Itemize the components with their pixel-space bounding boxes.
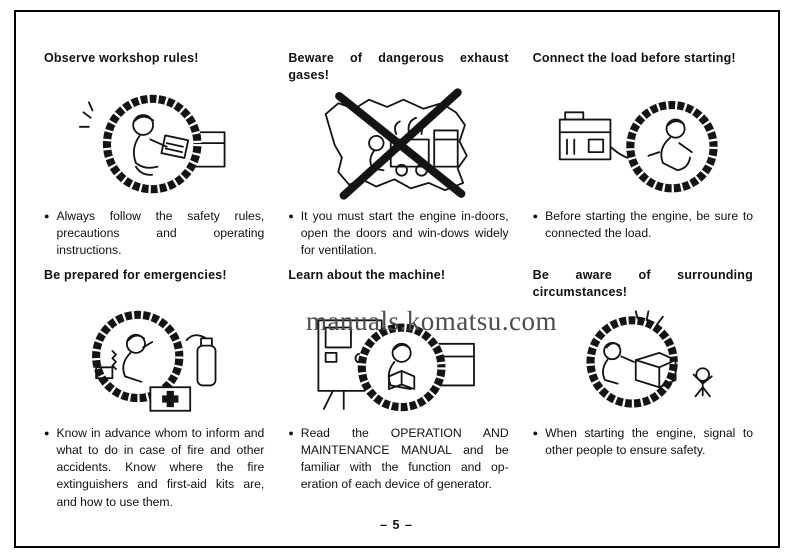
workshop-rules-illustration bbox=[44, 86, 264, 202]
page-number: – 5 – bbox=[380, 518, 413, 532]
watermark: manuals.komatsu.com bbox=[306, 306, 557, 336]
emergencies-drawing bbox=[92, 311, 217, 412]
learn-machine-drawing bbox=[317, 319, 476, 412]
panel-observe-workshop-rules: Observe workshop rules! ● Always follow … bbox=[44, 50, 264, 259]
panel-learn-machine: Learn about the machine! bbox=[288, 267, 508, 510]
bullet-text: It you must start the engine in-doors, o… bbox=[300, 209, 509, 258]
page-border bbox=[14, 10, 780, 548]
panel-aware-surroundings: Be aware of surrounding circumstances! ●… bbox=[533, 267, 753, 510]
connect-load-illustration bbox=[533, 86, 753, 202]
bullet-item: ● Know in advance whom to inform and wha… bbox=[44, 425, 264, 510]
panel-be-prepared-emergencies: Be prepared for emergencies! ● Know in a… bbox=[44, 267, 264, 510]
bullet-marker: ● bbox=[532, 211, 539, 221]
bullet-item: ● Read the OPERATION AND MAINTENANCE MAN… bbox=[288, 425, 508, 493]
bullet-item: ● It you must start the engine in-doors,… bbox=[288, 208, 508, 259]
aware-surroundings-illustration bbox=[533, 303, 753, 419]
bullet-item: ● When starting the engine, signal to ot… bbox=[533, 425, 753, 459]
learn-machine-illustration bbox=[288, 303, 508, 419]
panel-title: Beware of dangerous exhaust gases! bbox=[288, 51, 509, 82]
panel-title: Be aware of surrounding circumstances! bbox=[532, 268, 753, 300]
panel-title: Learn about the machine! bbox=[288, 268, 446, 283]
exhaust-gases-illustration bbox=[288, 86, 508, 202]
bullet-text: Before starting the engine, be sure to c… bbox=[545, 209, 753, 241]
bullet-text: Always follow the safety rules, precauti… bbox=[56, 209, 265, 258]
bullet-marker: ● bbox=[44, 428, 50, 439]
bullet-marker: ● bbox=[288, 211, 294, 221]
connect-load-drawing bbox=[558, 101, 718, 193]
panel-title: Connect the load before starting! bbox=[532, 51, 736, 65]
aware-surroundings-drawing bbox=[586, 310, 713, 408]
bullet-marker: ● bbox=[288, 428, 294, 439]
exhaust-gases-drawing bbox=[325, 88, 469, 200]
bullet-text: When starting the engine, signal to othe… bbox=[545, 426, 753, 458]
panel-connect-load: Connect the load before starting! ● Befo… bbox=[533, 50, 753, 259]
bullet-item: ● Before starting the engine, be sure to… bbox=[533, 208, 753, 242]
workshop-rules-drawing bbox=[79, 94, 226, 194]
bullet-marker: ● bbox=[44, 211, 50, 221]
emergencies-illustration bbox=[44, 303, 264, 419]
bullet-text: Know in advance whom to inform and what … bbox=[56, 426, 265, 509]
panel-beware-exhaust-gases: Beware of dangerous exhaust gases! ● It … bbox=[288, 50, 508, 259]
safety-panels-grid: Observe workshop rules! ● Always follow … bbox=[44, 50, 753, 511]
bullet-marker: ● bbox=[532, 428, 539, 439]
panel-title: Be prepared for emergencies! bbox=[44, 268, 227, 283]
bullet-text: Read the OPERATION AND MAINTENANCE MANUA… bbox=[300, 426, 509, 492]
panel-title: Observe workshop rules! bbox=[44, 51, 199, 65]
bullet-item: ● Always follow the safety rules, precau… bbox=[44, 208, 264, 259]
